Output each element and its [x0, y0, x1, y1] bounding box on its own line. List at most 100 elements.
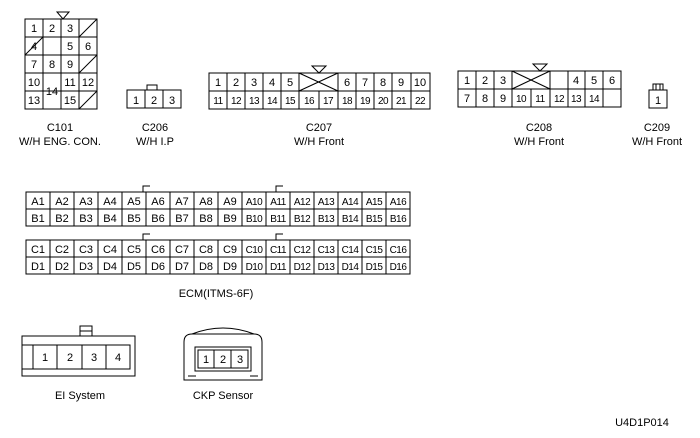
c206-pin: 3 — [169, 95, 175, 107]
c208-pin: 13 — [571, 94, 582, 105]
ecm-ab-pin: B9 — [223, 213, 236, 225]
ecm-cd-pin: C6 — [151, 244, 165, 256]
c101-key-icon — [55, 11, 71, 20]
connector-ckp-sensor: 1 2 3 CKP Sensor — [183, 327, 263, 402]
c208-pin: 7 — [464, 93, 470, 105]
ecm-cd-pin: C4 — [103, 244, 117, 256]
c208-pin: 8 — [482, 93, 488, 105]
ecm-cd-pin: C10 — [246, 245, 264, 256]
ecm-ab-pin: A12 — [294, 197, 311, 208]
ecm-cd-pin: C11 — [270, 245, 287, 256]
c207-pin: 2 — [233, 77, 239, 89]
c207-pin: 21 — [396, 96, 407, 107]
c207-pin: 6 — [344, 77, 350, 89]
ecm-cd-pin: C1 — [31, 244, 45, 256]
c208-pin: 2 — [482, 75, 488, 87]
ecm-ab-lock-tab — [142, 185, 150, 192]
ecm-ab-pin: A2 — [55, 196, 68, 208]
ecm-cd-pin: D6 — [151, 261, 165, 273]
c101-pin: 9 — [67, 59, 73, 71]
ei-pin: 4 — [115, 352, 121, 364]
c207-key-icon — [310, 65, 328, 74]
c101-pin: 11 — [64, 77, 75, 89]
ecm-cd-pin: D8 — [199, 261, 213, 273]
ecm-cd-pin: D3 — [79, 261, 93, 273]
ecm-ab-pin: A10 — [246, 197, 263, 208]
ecm-cd-lock-tab — [275, 233, 283, 240]
connector-c207: 1 2 3 4 5 6 7 8 9 10 11 12 13 14 15 16 1… — [208, 65, 431, 148]
ecm-ab-pin: B2 — [55, 213, 68, 225]
ecm-ab-pin: A3 — [79, 196, 92, 208]
ecm-name: ECM(ITMS-6F) — [179, 288, 254, 300]
c206-lock-tab — [146, 84, 158, 91]
ecm-ab-pin: B14 — [342, 214, 359, 225]
c101-pin: 13 — [28, 95, 40, 107]
c207-pin: 12 — [231, 96, 242, 107]
ecm-ab-pin: B11 — [270, 214, 286, 225]
c208-pin: 10 — [516, 94, 527, 105]
ecm-cd-pin: D15 — [366, 262, 384, 273]
c208-pin: 14 — [589, 94, 600, 105]
ecm-cd-pin: C13 — [318, 245, 336, 256]
c208-code: C208 — [526, 122, 552, 134]
c208-name: W/H Front — [514, 136, 564, 148]
c207-pin: 14 — [267, 96, 278, 107]
c207-code: C207 — [306, 122, 332, 134]
ei-pin: 1 — [42, 352, 48, 364]
ckp-outline — [197, 349, 249, 369]
c207-pin: 17 — [323, 96, 334, 107]
c207-pin: 15 — [285, 96, 296, 107]
c207-pin: 4 — [269, 77, 275, 89]
ei-pin: 2 — [67, 352, 73, 364]
ecm-cd-pin: C3 — [79, 244, 93, 256]
ecm-ab-pin: B8 — [199, 213, 212, 225]
ei-name: EI System — [55, 390, 105, 402]
c207-name: W/H Front — [294, 136, 344, 148]
ecm-ab-pin: A8 — [199, 196, 212, 208]
ecm-cd-pin: C7 — [175, 244, 189, 256]
ecm-cd-pin: C5 — [127, 244, 141, 256]
ecm-cd-pin: D4 — [103, 261, 117, 273]
c209-name: W/H Front — [632, 136, 682, 148]
ecm-ab-pin: A1 — [31, 196, 44, 208]
ecm-ab-pin: B1 — [31, 213, 44, 225]
c101-pin: 2 — [49, 23, 55, 35]
ecm-cd-pin: C14 — [342, 245, 360, 256]
c101-pin: 1 — [31, 23, 37, 35]
ckp-pin: 1 — [203, 354, 209, 366]
ecm-cd-pin: D13 — [318, 262, 336, 273]
c207-pin: 1 — [215, 77, 221, 89]
c206-code: C206 — [142, 122, 168, 134]
ecm-cd-pin: C8 — [199, 244, 213, 256]
ecm-cd-pin: D7 — [175, 261, 189, 273]
c101-pin: 12 — [82, 77, 94, 89]
ecm-ab-pin: B3 — [79, 213, 92, 225]
ecm-cd-pin: D16 — [390, 262, 408, 273]
ecm-cd-pin: C9 — [223, 244, 237, 256]
ecm-ab-pin: A7 — [175, 196, 188, 208]
ecm-cd-pin: D12 — [294, 262, 312, 273]
c206-pin: 1 — [133, 95, 139, 107]
ecm-cd-pin: D2 — [55, 261, 69, 273]
c208-pin: 4 — [573, 75, 579, 87]
ecm-ab-pin: B5 — [127, 213, 140, 225]
c101-pin: 15 — [64, 95, 76, 107]
c101-pin: 7 — [31, 59, 37, 71]
ecm-ab-pin: A16 — [390, 197, 407, 208]
ecm-ab-pin: B13 — [318, 214, 335, 225]
ecm-ab-pin: B7 — [175, 213, 188, 225]
c207-pin: 10 — [414, 77, 426, 89]
ecm-cd-pin: D5 — [127, 261, 141, 273]
c208-pin: 11 — [535, 94, 545, 105]
c209-code: C209 — [644, 122, 670, 134]
c208-pin: 6 — [609, 75, 615, 87]
ecm-cd-pin: C12 — [294, 245, 312, 256]
ecm-ab-pin: A6 — [151, 196, 164, 208]
ecm-ab-pin: A9 — [223, 196, 236, 208]
ei-pin: 3 — [91, 352, 97, 364]
ecm-cd-pin: C2 — [55, 244, 69, 256]
connector-c101: 1 2 3 4 5 6 7 8 9 10 11 12 13 14 15 C101… — [19, 11, 101, 148]
